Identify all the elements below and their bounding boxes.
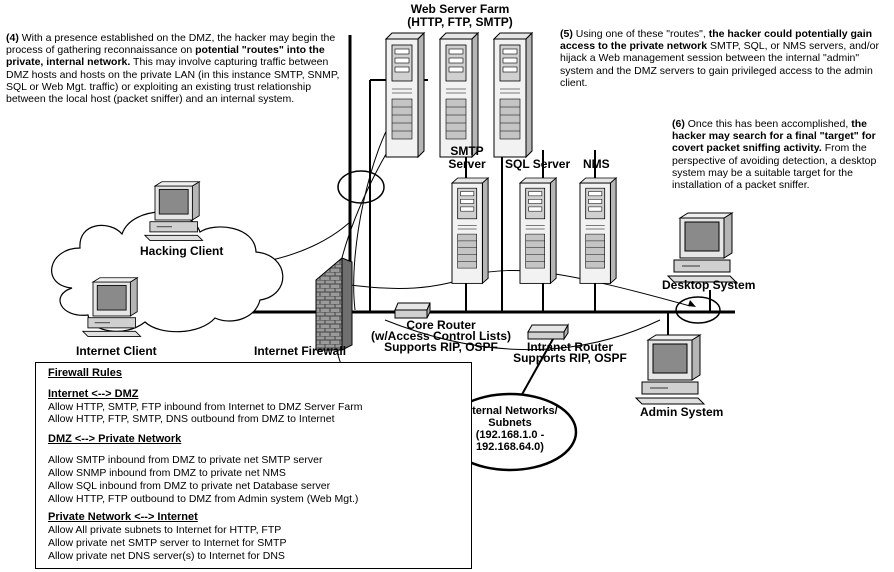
web-farm-label-2: (HTTP, FTP, SMTP) [380, 16, 540, 29]
rules-heading-internet-dmz: Internet <--> DMZ [48, 388, 138, 400]
annotation-step4: (4) With a presence established on the D… [6, 32, 349, 105]
annotation-step5: (5) Using one of these "routes", the hac… [560, 28, 890, 89]
intranet-router-label: Intranet Router Supports RIP, OSPF [495, 342, 645, 364]
intranet-router-label-2: Supports RIP, OSPF [495, 353, 645, 364]
sql-server-label: SQL Server [505, 157, 570, 171]
rule-item: Allow HTTP, FTP, SMTP, DNS outbound from… [48, 413, 335, 425]
firewall-rules-box: Firewall Rules Internet <--> DMZ Allow H… [35, 362, 472, 569]
internet-firewall [316, 258, 352, 350]
web-server-2 [440, 33, 478, 157]
step5-number: (5) [560, 28, 573, 40]
nms-label: NMS [583, 157, 610, 171]
smtp-label: SMTP Server [445, 145, 489, 171]
step6-text-1: Once this has been accomplished, [685, 118, 851, 130]
desktop-system-pc [668, 213, 736, 282]
step4-number: (4) [6, 32, 19, 44]
web-server-3 [494, 33, 532, 157]
rule-item: Allow SNMP inbound from DMZ to private n… [48, 467, 286, 479]
smtp-label-2: Server [445, 158, 489, 171]
admin-system-pc [636, 335, 704, 404]
sniff-oval-desktop [676, 297, 720, 323]
rule-item: Allow All private subnets to Internet fo… [48, 524, 281, 536]
rule-item: Allow HTTP, FTP outbound to DMZ from Adm… [48, 493, 358, 505]
hacking-client-label: Hacking Client [140, 244, 223, 258]
rules-heading-dmz-private: DMZ <--> Private Network [48, 433, 181, 445]
rules-title: Firewall Rules [48, 367, 122, 379]
core-router-label: Core Router (w/Access Control Lists) Sup… [366, 320, 516, 353]
rule-item: Allow private net DNS server(s) to Inter… [48, 550, 285, 562]
web-server-1 [386, 33, 424, 157]
rule-item: Allow private net SMTP server to Interne… [48, 537, 286, 549]
core-router [395, 303, 430, 318]
smtp-server [452, 178, 488, 283]
sql-server [520, 178, 556, 283]
desktop-system-label: Desktop System [662, 278, 755, 292]
hacking-client-pc [145, 182, 203, 241]
step6-number: (6) [672, 118, 685, 130]
admin-system-label: Admin System [640, 405, 723, 419]
rule-item: Allow SMTP inbound from DMZ to private n… [48, 454, 322, 466]
internet-firewall-label: Internet Firewall [254, 344, 346, 358]
annotation-step6: (6) Once this has been accomplished, the… [672, 118, 892, 191]
rule-item: Allow HTTP, SMTP, FTP inbound from Inter… [48, 401, 363, 413]
core-router-label-3: Supports RIP, OSPF [366, 342, 516, 353]
rules-heading-private-internet: Private Network <--> Internet [48, 511, 198, 523]
nms-server [580, 178, 616, 283]
internet-client-label: Internet Client [76, 344, 157, 358]
web-farm-label: Web Server Farm (HTTP, FTP, SMTP) [380, 3, 540, 29]
sniff-oval-dmz [338, 171, 384, 203]
rule-item: Allow SQL inbound from DMZ to private ne… [48, 480, 330, 492]
step5-text-1: Using one of these "routes", [573, 28, 709, 40]
intranet-router [528, 325, 568, 339]
